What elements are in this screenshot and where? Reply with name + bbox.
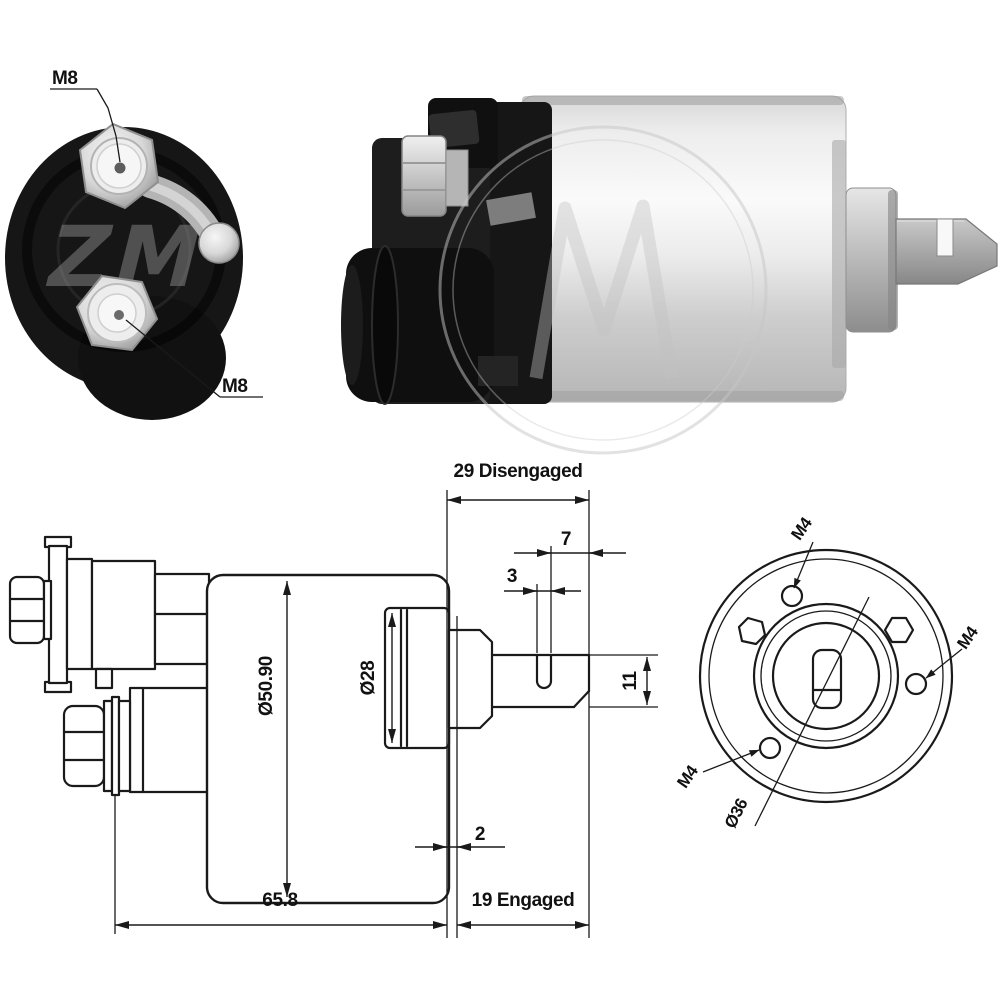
m4-top-text: M4 [787,513,816,543]
rear-hub-circle [771,621,881,731]
extension-lines [114,490,658,938]
contact-clip [486,192,536,226]
rear-view: M4 M4 M4 Ø36 [673,513,982,831]
terminal-bottom-center [114,310,124,320]
dim-length-text: 65.8 [262,890,297,911]
technical-drawing: 29 Disengaged 7 3 Ø50.90 Ø28 11 2 65.8 1… [8,461,982,938]
front-view-photo: ZM M8 M8 [5,68,263,420]
fork-bracket-slit [936,218,954,257]
m8-top-text: M8 [52,68,78,89]
fork-slot [535,653,553,690]
metal-cylinder [519,95,847,403]
dim-disengaged-text: 29 Disengaged [454,461,583,482]
rear-outer-circle [698,548,954,804]
terminal-bottom [75,274,159,352]
drawing-plunger [383,606,591,750]
dim-fork-height-text: 11 [620,671,641,691]
dim-7-text: 7 [561,529,571,550]
cap-flange [371,245,399,405]
cap-lower-detail [478,356,518,386]
terminal-top-center [114,162,126,174]
m4-hole-right [904,672,928,696]
dim-body-dia-text: Ø50.90 [256,656,277,716]
drawing-cap-assembly [8,535,211,797]
label-m8-top: M8 [50,68,121,163]
dimensions: 29 Disengaged 7 3 Ø50.90 Ø28 11 2 65.8 1… [115,461,651,929]
label-m8-bottom: M8 [125,319,263,398]
dim-2-text: 2 [475,824,485,845]
cylinder-top-edge [522,96,844,105]
drawing-bolt-lower [62,695,132,797]
watermark-m-glyph [529,199,679,380]
m4-right-text: M4 [953,622,982,652]
cylinder-right-ring [832,140,846,368]
terminal-nut-side [401,109,480,217]
rear-hex-nut-left [737,616,767,646]
m8-top-leader [96,88,121,163]
m4-bottom-leader [702,749,760,773]
m8-bottom-text: M8 [222,376,248,397]
rear-inner-circle [752,602,900,750]
logo-watermark: M [438,125,768,455]
cylinder-bottom-edge [522,391,844,401]
rear-center-slot [811,648,843,710]
plunger-cap [383,606,451,750]
dim-3-text: 3 [507,566,517,587]
bolt-circle-diagonal [754,596,870,827]
terminal-top [78,122,160,210]
fork-arm-chamfer [572,689,591,709]
m4-hole-top [780,584,804,608]
m4-right-leader [925,648,963,679]
bolt-circle-text: Ø36 [721,796,752,832]
elbow-nut [198,222,240,264]
cap-end-face [341,265,363,385]
dim-engaged-text: 19 Engaged [472,890,575,911]
m8-bottom-leader [125,319,221,398]
m4-top-leader [793,541,814,589]
m4-bottom-text: M4 [673,761,702,791]
drawing-bolt-upper [8,575,53,645]
cap-lower-cylinder [346,248,494,402]
m4-hole-bottom [758,736,782,760]
rear-hex-nut-right [883,616,915,644]
plunger-boss-drawing [447,628,494,730]
dim-plunger-dia-text: Ø28 [358,661,379,696]
side-view-photo: M [341,95,998,455]
terminal-washer [445,149,469,207]
